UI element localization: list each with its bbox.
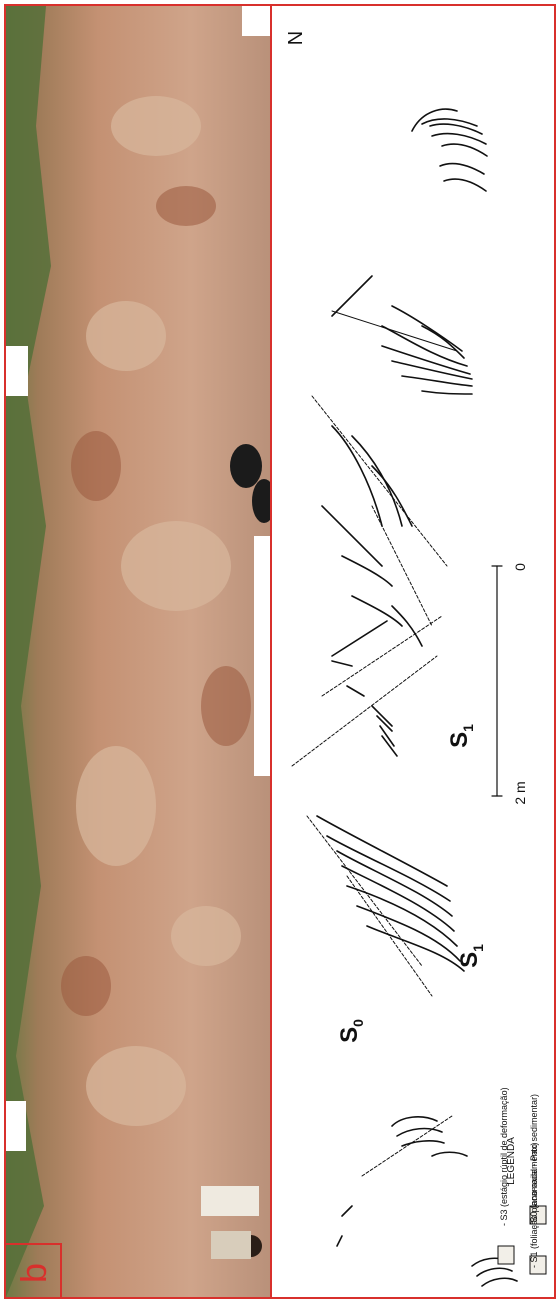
s0-main: S xyxy=(336,1027,363,1043)
scale-bar xyxy=(492,566,502,796)
s0-sub: 0 xyxy=(350,1019,366,1027)
s1-left-main: S xyxy=(456,952,483,968)
outcrop-photo xyxy=(6,6,270,1297)
north-label: N xyxy=(284,26,308,50)
legend-item-s1-text: - S1 (foliação plano-axial - Pax) xyxy=(529,1142,539,1268)
panel-label: b xyxy=(16,1253,52,1293)
panel-label-text: b xyxy=(13,1263,54,1283)
legend-item-s1: - S1 (foliação plano-axial - Pax) xyxy=(527,1116,541,1268)
label-s0: S0 xyxy=(335,1011,365,1051)
fold-traces-bottom xyxy=(337,1116,517,1286)
s1-right-sub: 1 xyxy=(460,724,476,732)
scale-end-text: 2 m xyxy=(512,781,528,804)
legend-item-s3-text: - S3 (estágio rúptil de deformação) xyxy=(499,1087,509,1226)
label-s1-right: S1 xyxy=(445,716,475,756)
scale-bar-start-label: 0 xyxy=(511,555,529,579)
s1-right-main: S xyxy=(446,732,473,748)
fold-traces-fan xyxy=(332,276,472,394)
scale-start-text: 0 xyxy=(512,563,528,571)
north-label-text: N xyxy=(285,31,307,45)
fault-traces xyxy=(332,621,397,756)
scale-bar-end-label: 2 m xyxy=(511,773,529,813)
s1-left-sub: 1 xyxy=(470,944,486,952)
label-s1-left: S1 xyxy=(455,936,485,976)
fold-traces-top xyxy=(412,109,487,191)
fold-traces-lower xyxy=(317,816,464,971)
structural-sketch: N S0 S1 S1 0 2 m LEGENDA - S0 (acamadame… xyxy=(272,6,554,1297)
legend-item-s3: - S3 (estágio rúptil de deformação) xyxy=(497,1046,511,1226)
fold-traces-middle xyxy=(322,426,422,646)
